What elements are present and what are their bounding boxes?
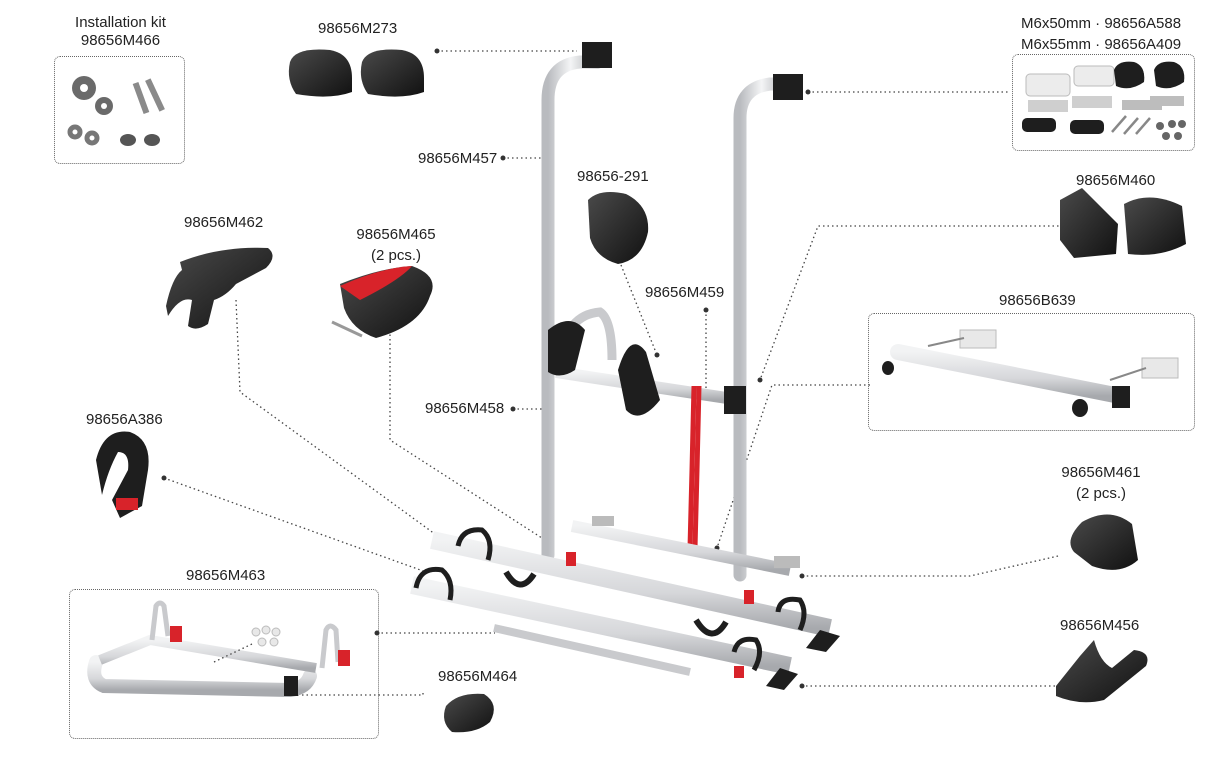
frame-m463	[87, 600, 350, 698]
installation-kit-label: Installation kit 98656M466	[54, 14, 187, 50]
part-label-m460: 98656M460	[1076, 172, 1156, 189]
screws-label-line2: M6x55mm · 98656A409	[1021, 36, 1182, 53]
part-label-m462: 98656M462	[184, 214, 264, 231]
leader-m461	[802, 555, 1059, 577]
screws-kit-box	[1012, 54, 1195, 151]
part-label-m461-code: 98656M461	[1061, 464, 1141, 481]
nut-icon	[120, 134, 160, 146]
foot-m456	[1056, 640, 1148, 703]
screw-icon	[132, 78, 165, 115]
part-label-m465: 98656M465 (2 pcs.)	[346, 224, 446, 266]
part-label-m461: 98656M461 (2 pcs.)	[1051, 462, 1151, 504]
crossbar-kit-box	[868, 313, 1195, 431]
leader-m462	[235, 299, 451, 546]
strap-m459	[687, 385, 702, 549]
leader-m460	[759, 225, 1063, 381]
screws-label-line1: M6x50mm · 98656A588	[1021, 15, 1182, 32]
leader-m465	[389, 330, 546, 541]
crossbar-m458	[548, 307, 746, 416]
frame-kit-box	[69, 589, 379, 739]
part-label-b639: 98656B639	[999, 292, 1076, 309]
chain-link-icon	[67, 124, 100, 146]
clamp-m460	[1060, 188, 1186, 258]
end-cap-m464	[444, 693, 494, 733]
leader-291	[620, 264, 658, 356]
knob-291	[588, 192, 649, 264]
installation-kit-code: 98656M466	[80, 32, 161, 49]
base-rails	[410, 516, 840, 690]
gear-icon	[72, 76, 113, 115]
part-label-m456: 98656M456	[1060, 617, 1140, 634]
installation-kit-box	[54, 56, 185, 164]
screws-label: M6x50mm · 98656A588 M6x55mm · 98656A409	[1021, 13, 1181, 55]
crossbar-b639	[882, 329, 1179, 417]
screws-kit	[1022, 61, 1186, 140]
part-label-m457: 98656M457	[418, 150, 498, 167]
part-label-m464: 98656M464	[438, 668, 518, 685]
part-label-m459: 98656M459	[645, 284, 725, 301]
end-cap-m273	[288, 49, 424, 97]
installation-kit-title: Installation kit	[75, 14, 166, 31]
leader-a386	[163, 477, 427, 573]
upright-m457	[541, 42, 803, 582]
end-cap-m461	[1070, 514, 1138, 570]
part-label-291: 98656-291	[577, 168, 649, 185]
part-label-m465-qty: (2 pcs.)	[370, 247, 421, 264]
strap-a386	[96, 431, 149, 518]
part-label-m463: 98656M463	[186, 567, 266, 584]
leader-dots	[161, 48, 811, 689]
cradle-m462	[166, 247, 273, 329]
end-plug-m465	[331, 266, 433, 338]
part-label-m461-qty: (2 pcs.)	[1075, 485, 1126, 502]
part-label-m273: 98656M273	[318, 20, 398, 37]
part-label-m458: 98656M458	[425, 400, 505, 417]
leader-lines	[163, 50, 1063, 696]
part-label-a386: 98656A386	[86, 411, 163, 428]
part-label-m465-code: 98656M465	[356, 226, 436, 243]
